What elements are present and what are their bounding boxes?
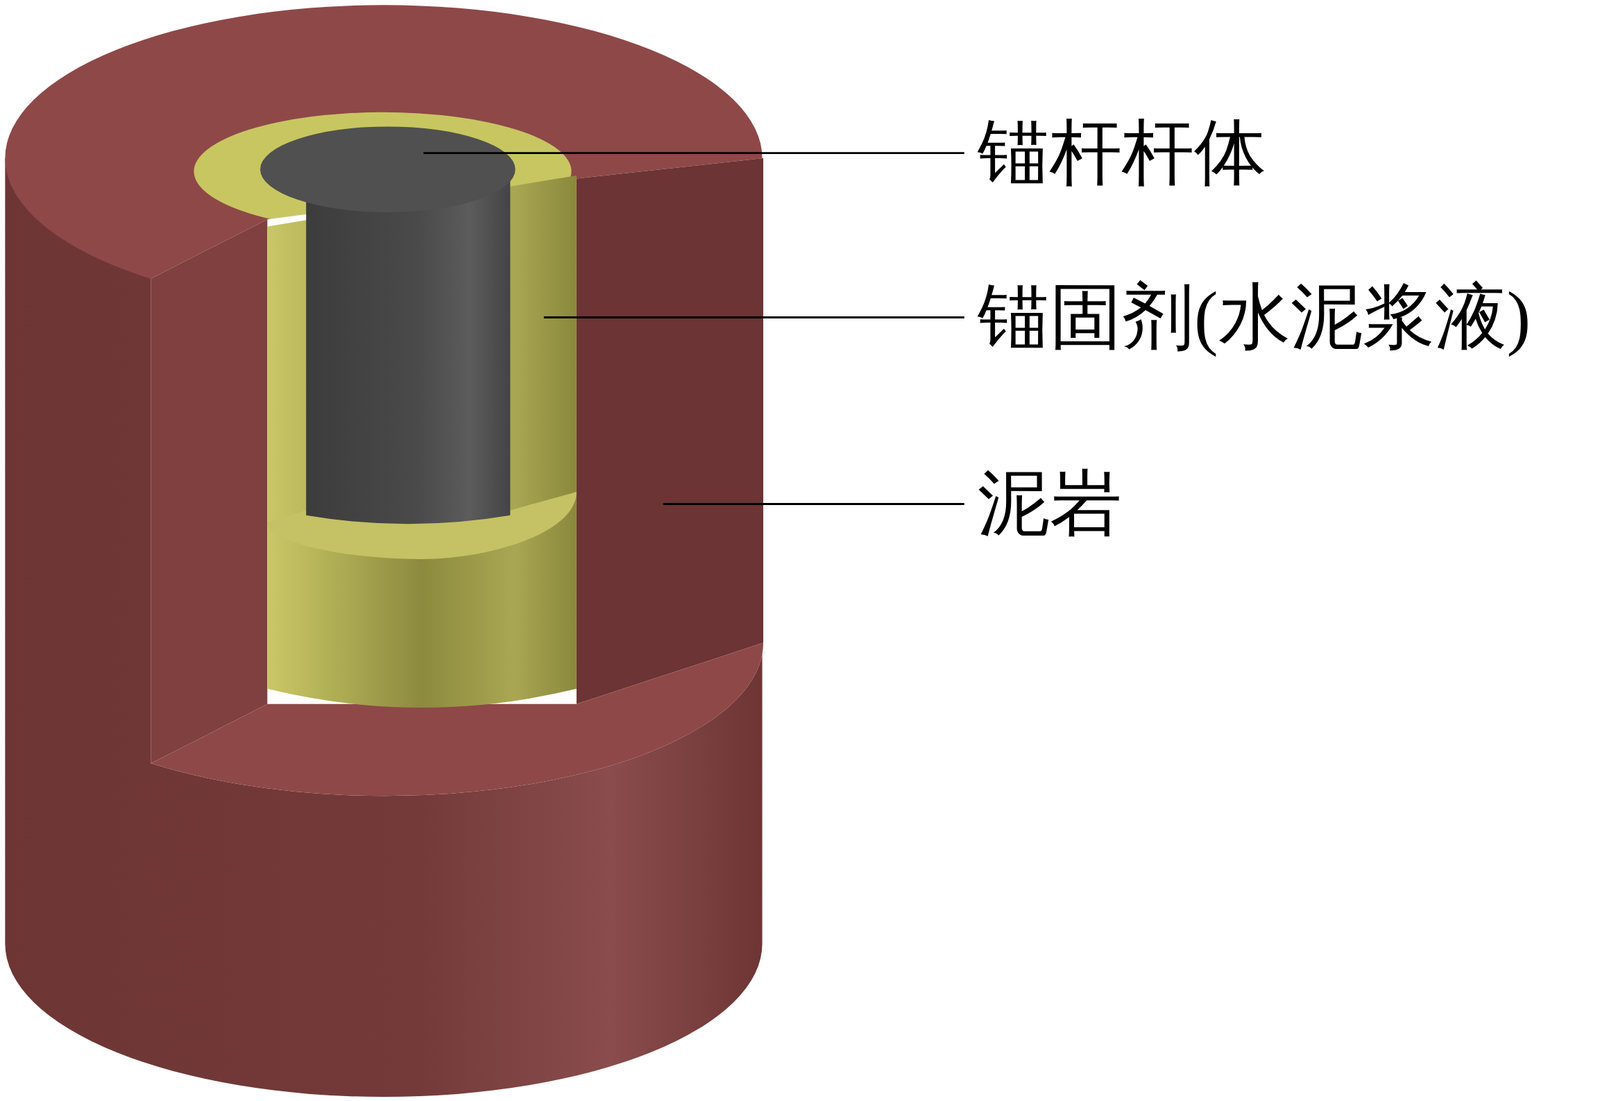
part-label: 锚固剂(水泥浆液) bbox=[977, 277, 1531, 357]
mudstone-cut-face bbox=[151, 219, 268, 764]
leader-line bbox=[423, 151, 964, 155]
part-label: 泥岩 bbox=[977, 464, 1122, 544]
bolt-top bbox=[260, 126, 516, 213]
leader-line bbox=[543, 316, 965, 319]
cutaway bbox=[151, 158, 764, 796]
mudstone-cut-face bbox=[576, 158, 764, 705]
leader-line bbox=[663, 503, 965, 506]
bolt-body bbox=[305, 171, 510, 524]
part-label: 锚杆杆体 bbox=[977, 113, 1267, 193]
